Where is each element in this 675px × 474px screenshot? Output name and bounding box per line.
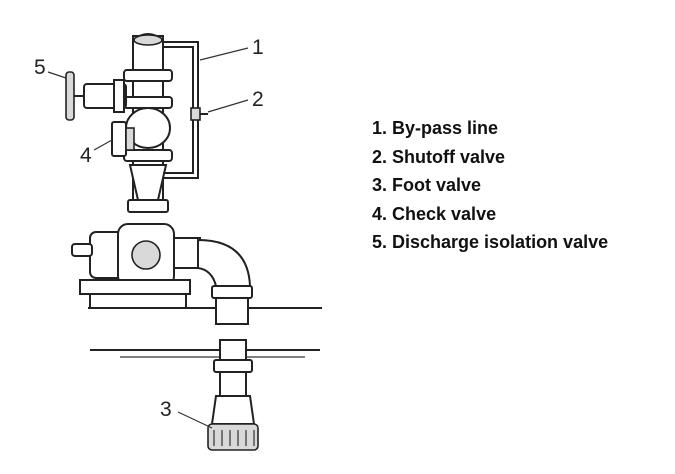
- legend: 1. By-pass line 2. Shutoff valve 3. Foot…: [372, 114, 608, 257]
- flange-middle: [123, 149, 173, 162]
- callout-2: 2: [252, 88, 264, 111]
- legend-item-check-valve: 4. Check valve: [372, 203, 497, 224]
- suction-elbow: [173, 237, 253, 325]
- callout-4: 4: [80, 144, 92, 167]
- legend-item-discharge-isolation-valve: 5. Discharge isolation valve: [372, 232, 609, 252]
- legend-item-bypass-line: 1. By-pass line: [372, 118, 499, 138]
- leader-4: [93, 139, 113, 151]
- foot-valve: [207, 395, 259, 451]
- leader-1: [199, 47, 249, 61]
- check-valve: [111, 121, 135, 157]
- leader-5: [47, 71, 67, 79]
- callout-3: 3: [160, 398, 172, 421]
- leader-2: [207, 99, 249, 113]
- pump: [71, 223, 191, 309]
- flange-top: [123, 69, 173, 82]
- leader-3: [177, 411, 213, 429]
- legend-item-foot-valve: 3. Foot valve: [372, 175, 482, 195]
- callout-1: 1: [252, 36, 264, 59]
- flange-upper: [123, 96, 173, 109]
- pump-outlet-flange: [127, 199, 169, 213]
- suction-pipe: [213, 339, 253, 397]
- discharge-isolation-valve: [65, 71, 127, 121]
- shutoff-valve: [190, 107, 208, 121]
- legend-item-shutoff-valve: 2. Shutoff valve: [372, 146, 506, 167]
- callout-5: 5: [34, 56, 46, 79]
